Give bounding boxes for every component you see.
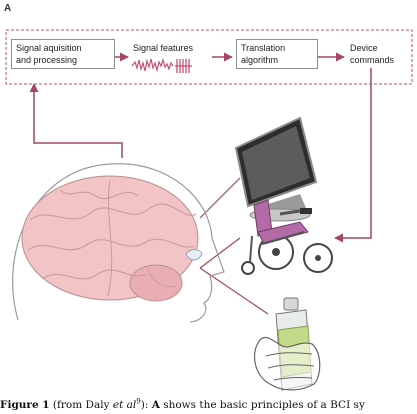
feedback-arrow	[29, 83, 123, 158]
caption-panel: A	[151, 399, 160, 411]
link-to-monitor	[199, 177, 241, 219]
monitor-icon	[234, 116, 318, 222]
figure-caption: Figure 1 (from Daly et al9): A shows the…	[0, 398, 417, 412]
eye-icon	[185, 249, 203, 261]
caption-text-open: (from Daly	[49, 399, 113, 411]
brain-illustration	[21, 175, 199, 302]
signal-waveform	[131, 57, 174, 73]
acquisition-line-2: and processing	[16, 55, 78, 65]
caption-figure-label: Figure 1	[0, 399, 50, 411]
translation-line-2: algorithm	[241, 55, 279, 65]
signal-spikes	[175, 59, 192, 73]
caption-reference: 9	[136, 398, 141, 406]
caption-et-al: et al	[112, 399, 137, 411]
signal-features-label: Signal features	[133, 43, 194, 53]
pipeline-dashed-frame	[5, 29, 413, 85]
translation-algorithm-box: Translation algorithm	[236, 39, 318, 69]
caption-text-rest: shows the basic principles of a BCI sy	[159, 399, 365, 411]
acquisition-line-1: Signal aquisition	[16, 43, 82, 53]
link-to-wheelchair	[199, 237, 241, 269]
signal-acquisition-box: Signal aquisition and processing	[11, 39, 115, 69]
device-commands-label: Device commands	[350, 42, 394, 66]
link-to-bottle	[199, 267, 269, 315]
wheelchair-icon	[241, 199, 333, 275]
bottle-hand-illustration	[253, 297, 321, 391]
device-line-1: Device	[350, 43, 378, 53]
device-line-2: commands	[350, 55, 395, 65]
panel-label: A	[4, 3, 12, 14]
caption-text-after-ref: ):	[140, 399, 152, 411]
command-arrow	[334, 68, 372, 243]
translation-line-1: Translation	[241, 43, 286, 53]
